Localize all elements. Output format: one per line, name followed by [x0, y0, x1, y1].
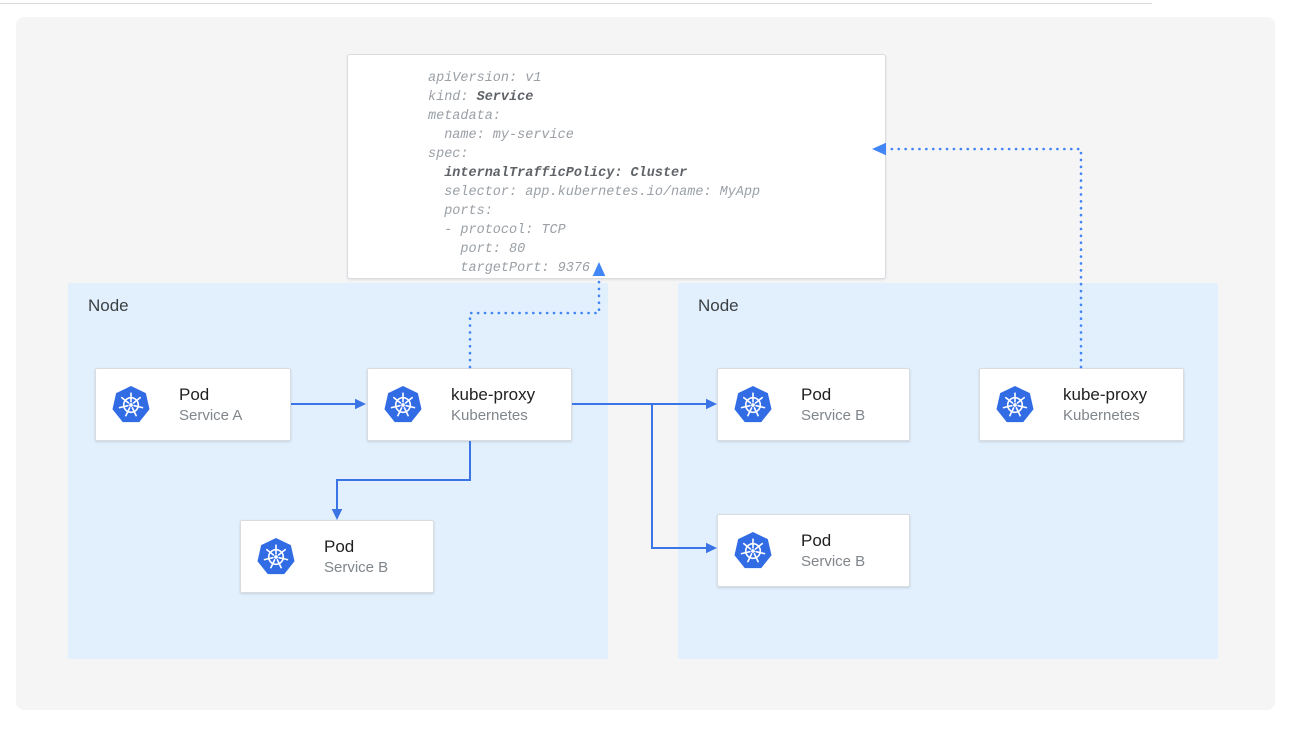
node-box-left: Node	[68, 283, 608, 659]
kubernetes-icon	[995, 384, 1035, 423]
yaml-line: kind: Service	[428, 90, 534, 105]
card-subtitle: Service B	[801, 406, 866, 424]
kubernetes-icon	[733, 384, 773, 423]
card-title: kube-proxy	[451, 384, 536, 404]
kubernetes-icon	[256, 536, 296, 575]
node-box-right: Node	[678, 283, 1218, 659]
page-top-divider	[0, 3, 1152, 4]
card-kube-proxy-left: kube-proxy Kubernetes	[367, 368, 572, 441]
kubernetes-icon	[383, 384, 423, 423]
card-subtitle: Kubernetes	[451, 406, 528, 424]
card-pod-service-a: Pod Service A	[95, 368, 291, 441]
card-title: Pod	[324, 536, 355, 556]
card-subtitle: Service B	[324, 558, 389, 576]
card-title: Pod	[801, 384, 832, 404]
node-label: Node	[88, 296, 129, 315]
card-pod-service-b-right-bottom: Pod Service B	[717, 514, 910, 587]
yaml-line: apiVersion: v1	[428, 71, 542, 86]
yaml-line: targetPort: 9376	[428, 261, 591, 276]
node-label: Node	[698, 296, 739, 315]
yaml-line: - protocol: TCP	[428, 223, 566, 238]
yaml-line: ports:	[428, 204, 493, 219]
yaml-line: name: my-service	[428, 128, 574, 143]
card-pod-service-b-left: Pod Service B	[240, 520, 434, 593]
yaml-line: selector: app.kubernetes.io/name: MyApp	[428, 185, 761, 200]
yaml-line: metadata:	[428, 109, 501, 124]
yaml-line: port: 80	[428, 242, 526, 257]
card-title: Pod	[801, 530, 832, 550]
yaml-line: internalTrafficPolicy: Cluster	[444, 166, 688, 181]
card-subtitle: Service A	[179, 406, 243, 424]
service-yaml-panel: apiVersion: v1 kind: Service metadata: n…	[347, 54, 886, 279]
card-subtitle: Kubernetes	[1063, 406, 1140, 424]
card-title: Pod	[179, 384, 210, 404]
card-subtitle: Service B	[801, 552, 866, 570]
kubernetes-icon	[111, 384, 151, 423]
card-pod-service-b-right-top: Pod Service B	[717, 368, 910, 441]
card-title: kube-proxy	[1063, 384, 1148, 404]
yaml-line: spec:	[428, 147, 469, 162]
card-kube-proxy-right: kube-proxy Kubernetes	[979, 368, 1184, 441]
kubernetes-icon	[733, 530, 773, 569]
